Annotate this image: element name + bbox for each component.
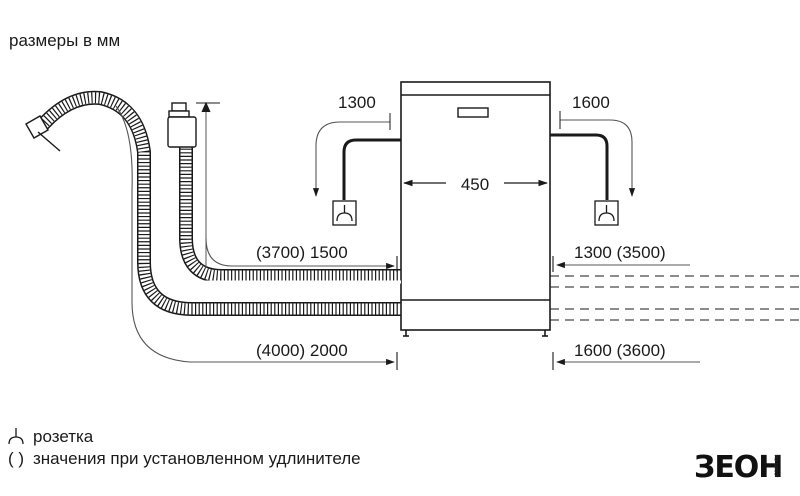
inlet-hose-left-label: (3700) 1500 [256, 243, 348, 262]
legend-socket-icon [8, 428, 24, 445]
control-panel-display [457, 107, 489, 118]
drain-hose-right-routing [550, 308, 800, 321]
drain-hose-right-label: 1600 (3600) [574, 341, 666, 360]
water-left-label: 1300 [338, 93, 376, 112]
dishwasher-outline [400, 81, 551, 337]
zeon-logo-domain: .com.ru [773, 455, 780, 478]
drain-hose-left-label: (4000) 2000 [256, 341, 348, 360]
inlet-hose-guide-left [205, 237, 398, 272]
socket-symbol-right [594, 200, 619, 226]
inlet-hose-connector [167, 102, 197, 148]
drain-hose-guide-right [552, 352, 700, 370]
water-line-right [550, 111, 636, 200]
zeon-logo: ЗЕОН [694, 450, 783, 485]
legend-paren-label: значения при установленном удлинителе [33, 449, 361, 468]
drain-hose [34, 90, 401, 316]
water-line-left [312, 113, 401, 200]
legend-paren-symbol: ( ) [8, 449, 25, 468]
inlet-hose-right-label: 1300 (3500) [574, 243, 666, 262]
inlet-hose-guide-right [552, 256, 690, 272]
drain-hose-end [25, 115, 61, 152]
water-right-label: 1600 [572, 93, 610, 112]
inlet-hose-right-routing [550, 275, 800, 288]
units-label: размеры в мм [9, 31, 121, 50]
socket-symbol-left [332, 200, 357, 226]
legend-socket-label: розетка [33, 427, 94, 446]
width-label: 450 [461, 175, 489, 194]
drain-hose-guide-left [115, 105, 398, 370]
inlet-height-marker [196, 101, 220, 268]
inlet-hose [179, 145, 401, 284]
